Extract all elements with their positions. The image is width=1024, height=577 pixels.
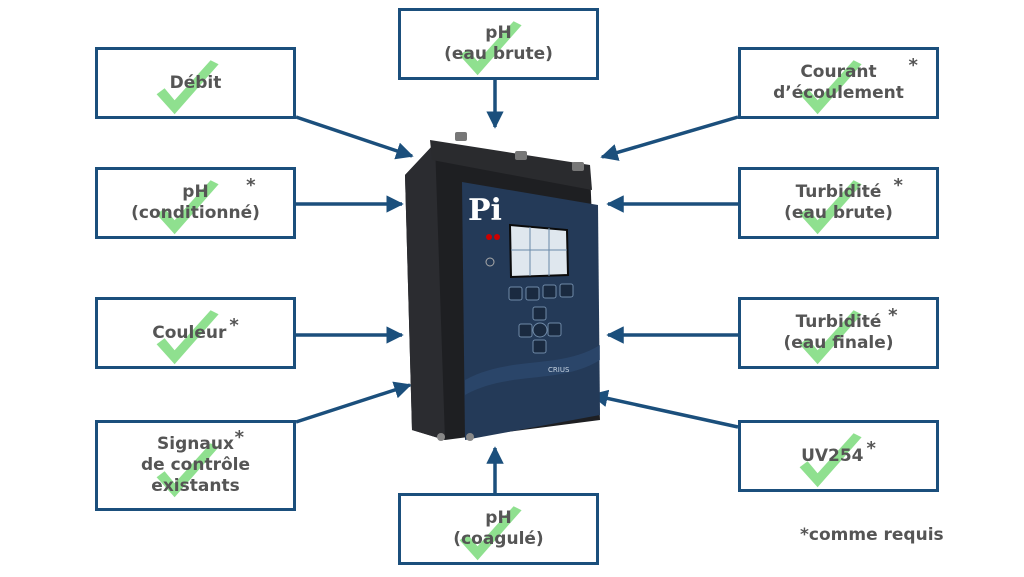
required-star: * bbox=[866, 437, 876, 459]
box-turbidite-finale: Turbidité (eau finale)* bbox=[738, 297, 939, 369]
device-logo: Pi bbox=[468, 193, 502, 228]
box-label: Turbidité (eau finale)* bbox=[783, 305, 898, 354]
box-label: pH (coagulé) bbox=[453, 508, 544, 549]
box-ph-coagule: pH (coagulé) bbox=[398, 493, 599, 565]
arrow-courant bbox=[600, 115, 739, 161]
box-label: Signaux de contrôle existants* bbox=[140, 427, 251, 497]
checkmark-icon bbox=[156, 442, 219, 497]
checkmark-icon bbox=[459, 506, 522, 561]
box-debit: Débit bbox=[95, 47, 296, 119]
box-label: pH (conditionné)* bbox=[131, 175, 260, 224]
checkmark-icon bbox=[799, 433, 862, 488]
checkmark-icon bbox=[156, 60, 219, 115]
box-ph-brute: pH (eau brute) bbox=[398, 8, 599, 80]
checkmark-icon bbox=[156, 310, 219, 365]
box-ph-conditionne: pH (conditionné)* bbox=[95, 167, 296, 239]
checkmark-icon bbox=[156, 180, 219, 235]
box-uv254: UV254* bbox=[738, 420, 939, 492]
box-courant: Courant d’écoulement* bbox=[738, 47, 939, 119]
checkmark-icon bbox=[799, 60, 862, 115]
arrow-uv254 bbox=[590, 389, 739, 429]
checkmark-icon bbox=[459, 21, 522, 76]
box-signaux: Signaux de contrôle existants* bbox=[95, 420, 296, 511]
required-star: * bbox=[229, 314, 239, 336]
box-label: Courant d’écoulement* bbox=[773, 55, 918, 104]
device-model-label: CRIUS bbox=[548, 366, 570, 374]
box-couleur: Couleur* bbox=[95, 297, 296, 369]
box-label: pH (eau brute) bbox=[444, 23, 553, 64]
box-label: Couleur* bbox=[152, 314, 239, 343]
checkmark-icon bbox=[799, 180, 862, 235]
checkmark-icon bbox=[799, 310, 862, 365]
arrow-signaux bbox=[295, 381, 412, 424]
box-turbidite-brute: Turbidité (eau brute)* bbox=[738, 167, 939, 239]
box-label: UV254* bbox=[801, 437, 876, 466]
box-label: Débit bbox=[169, 72, 222, 93]
box-label: Turbidité (eau brute)* bbox=[784, 175, 903, 224]
arrow-debit bbox=[295, 115, 414, 160]
footnote: *comme requis bbox=[800, 525, 944, 545]
